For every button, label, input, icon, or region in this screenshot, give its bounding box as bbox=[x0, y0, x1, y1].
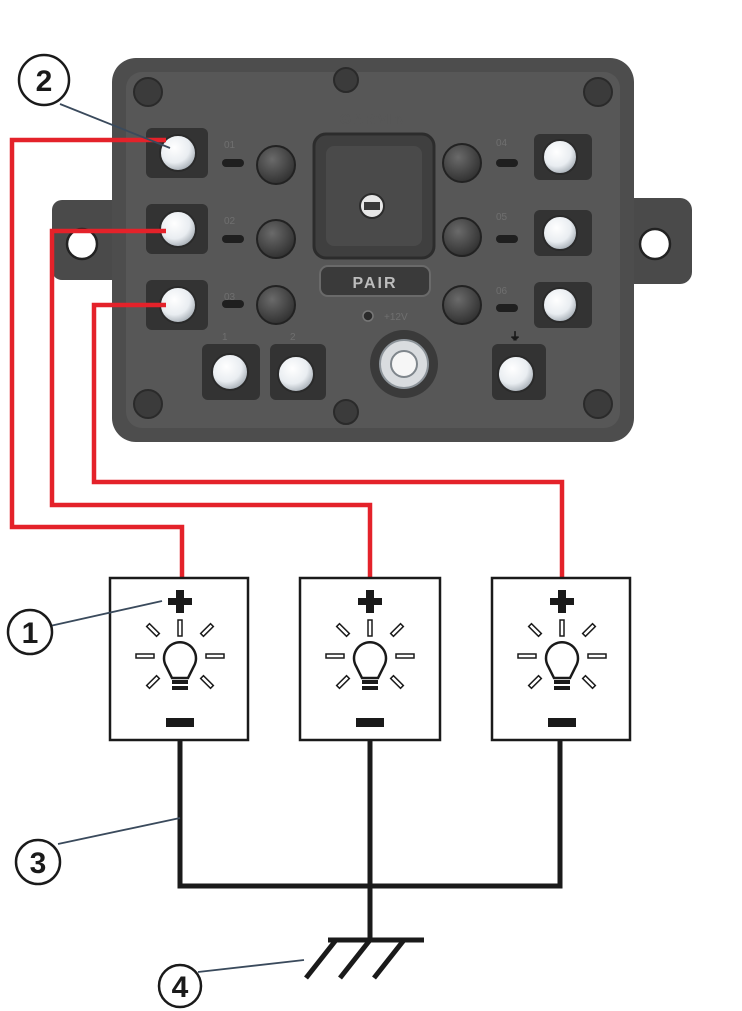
top-center-screw bbox=[333, 67, 359, 93]
callout-1-leader bbox=[49, 600, 163, 627]
terminal-04 bbox=[542, 139, 578, 175]
bottom-label-2: 2 bbox=[290, 332, 296, 343]
switch-button-6 bbox=[442, 285, 482, 325]
callout-1-circle bbox=[6, 608, 54, 656]
switch-button-4 bbox=[442, 143, 482, 183]
callout-2-leader bbox=[59, 103, 171, 149]
terminal-label-06: 06 bbox=[496, 286, 508, 297]
terminal-label-02: 02 bbox=[224, 216, 236, 227]
callout-3-number: 3 bbox=[30, 847, 47, 880]
right-terminal-column: 04 05 06 bbox=[496, 134, 592, 328]
pair-button[interactable] bbox=[319, 265, 431, 297]
corner-screw bbox=[133, 389, 163, 419]
ground-stroke-1 bbox=[304, 938, 338, 980]
terminal-05 bbox=[542, 215, 578, 251]
callout-3-leader bbox=[57, 817, 181, 845]
positive-wires bbox=[9, 137, 565, 578]
lamp-unit-2 bbox=[298, 576, 442, 742]
callout-1-number: 1 bbox=[22, 617, 39, 650]
terminal-label-04: 04 bbox=[496, 138, 508, 149]
indicator-slots bbox=[222, 159, 518, 312]
callout-2-number: 2 bbox=[36, 65, 53, 98]
lamp-unit-3 bbox=[490, 576, 632, 742]
corner-screw bbox=[583, 77, 613, 107]
minus-icon bbox=[548, 718, 576, 727]
positive-wire-2 bbox=[49, 228, 373, 578]
ground-stroke-3 bbox=[372, 938, 406, 980]
pair-button-label: PAIR bbox=[352, 275, 397, 292]
callouts: 2 1 3 4 bbox=[6, 53, 305, 1009]
terminal-ground bbox=[497, 355, 535, 393]
switch-button-1 bbox=[256, 145, 296, 185]
lock-key-slot bbox=[364, 202, 380, 210]
left-mount-hole bbox=[65, 227, 99, 261]
bottom-label-1: 1 bbox=[222, 332, 228, 343]
bottom-terminal-row: 1 2 ⏚ bbox=[202, 331, 546, 400]
ground-stroke-2 bbox=[338, 938, 372, 980]
switch-button-2 bbox=[256, 219, 296, 259]
terminal-label-03: 03 bbox=[224, 292, 236, 303]
ground-terminal-symbol: ⏚ bbox=[510, 331, 520, 343]
brand-logo: GARMIN bbox=[340, 111, 407, 128]
minus-icon bbox=[166, 718, 194, 727]
terminal-input-2 bbox=[277, 355, 315, 393]
callout-2-circle bbox=[17, 53, 71, 107]
callout-3-circle bbox=[14, 838, 62, 886]
lamp-unit-1 bbox=[108, 576, 250, 742]
light-bulb-icon bbox=[325, 619, 415, 690]
status-led bbox=[362, 310, 374, 322]
ground-wires bbox=[177, 740, 563, 980]
terminal-01 bbox=[159, 134, 197, 172]
switch-box-device: GARMIN PAIR +12V 01 02 03 bbox=[52, 58, 692, 442]
right-mount-hole bbox=[638, 227, 672, 261]
power-stud-nut bbox=[390, 350, 418, 378]
minus-icon bbox=[356, 718, 384, 727]
plus-icon-vertical bbox=[176, 590, 184, 613]
light-bulb-icon bbox=[135, 619, 225, 690]
terminal-06 bbox=[542, 287, 578, 323]
terminal-input-1 bbox=[211, 353, 249, 391]
left-terminal-column: 01 02 03 bbox=[146, 128, 236, 330]
power-label: +12V bbox=[384, 312, 408, 323]
positive-wire-1 bbox=[9, 137, 185, 578]
plus-icon-vertical bbox=[366, 590, 374, 613]
bottom-center-screw bbox=[333, 399, 359, 425]
switch-button-5 bbox=[442, 217, 482, 257]
light-bulb-icon bbox=[517, 619, 607, 690]
callout-4-number: 4 bbox=[172, 971, 189, 1004]
switch-button-3 bbox=[256, 285, 296, 325]
callout-4-circle bbox=[157, 963, 203, 1009]
corner-screw bbox=[133, 77, 163, 107]
terminal-label-05: 05 bbox=[496, 212, 508, 223]
plus-icon-vertical bbox=[558, 590, 566, 613]
terminal-label-01: 01 bbox=[224, 140, 236, 151]
lamp-units bbox=[108, 576, 632, 742]
positive-wire-3 bbox=[91, 302, 565, 578]
callout-4-leader bbox=[197, 959, 305, 973]
switch-buttons bbox=[256, 143, 482, 325]
corner-screw bbox=[583, 389, 613, 419]
